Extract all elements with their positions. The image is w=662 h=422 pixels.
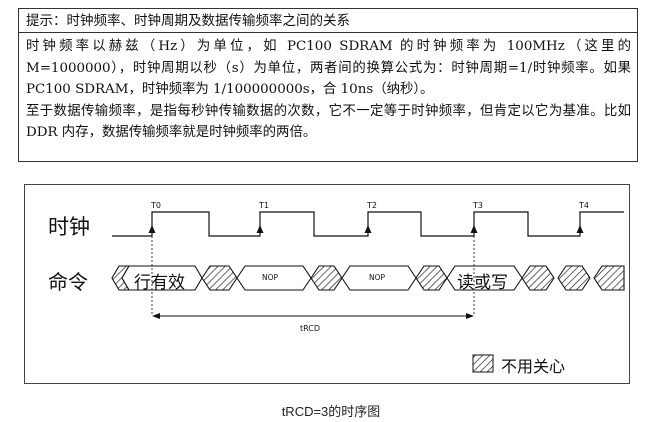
command-text-nop-1: NOP (262, 273, 279, 282)
command-text-nop-2: NOP (369, 273, 386, 282)
command-text-read-write: 读或写 (457, 273, 508, 293)
trcd-interval-arrow (152, 313, 474, 319)
tip-paragraph-2: 至于数据传输频率，是指每秒钟传输数据的次数，它不一定等于时钟频率，但肯定以它为基… (26, 103, 631, 141)
tip-paragraph-1: 时钟频率以赫兹（Hz）为单位，如 PC100 SDRAM 的时钟频率为 100M… (26, 39, 631, 97)
command-cell-read-write (446, 265, 523, 291)
command-cell-nop-2 (341, 265, 417, 291)
command-cell-nop-1 (236, 265, 312, 291)
tip-box: 提示：时钟频率、时钟周期及数据传输频率之间的关系 时钟频率以赫兹（Hz）为单位，… (18, 8, 638, 162)
dont-care-region-2 (201, 265, 238, 291)
tick-label-t3: T3 (473, 201, 483, 210)
clock-label: 时钟 (48, 215, 90, 239)
figure-caption: tRCD=3的时序图 (281, 404, 381, 419)
tick-label-t4: T4 (579, 201, 589, 210)
legend-hatch-swatch (472, 354, 494, 373)
command-cell-activate (121, 265, 203, 291)
dont-care-region-4 (415, 265, 448, 291)
edge-arrow-t1 (256, 225, 264, 233)
timing-diagram-graphic (24, 184, 630, 384)
legend-label: 不用关心 (501, 357, 566, 376)
diagram-frame (24, 184, 630, 384)
dont-care-region-3 (310, 265, 343, 291)
dont-care-region-5 (521, 265, 555, 291)
command-bus (111, 265, 625, 291)
command-text-activate: 行有效 (134, 273, 185, 293)
dont-care-region-6 (557, 265, 591, 291)
timing-diagram: 时钟 命令 T0 T1 T2 T3 T4 行有效 NOP NOP 读或写 tRC… (24, 184, 630, 384)
dont-care-region-7 (593, 265, 625, 291)
command-label: 命令 (48, 270, 88, 294)
tip-title: 提示：时钟频率、时钟周期及数据传输频率之间的关系 (19, 9, 637, 33)
clock-edge-arrows (148, 225, 584, 233)
tick-label-t2: T2 (367, 201, 377, 210)
edge-arrow-t3 (470, 225, 478, 233)
tick-label-t1: T1 (259, 201, 269, 210)
edge-arrow-t4 (576, 225, 584, 233)
clock-waveform (112, 211, 624, 237)
edge-arrow-t0 (148, 225, 156, 233)
trcd-label: tRCD (300, 324, 321, 333)
tick-label-t0: T0 (151, 201, 161, 210)
edge-arrow-t2 (364, 225, 372, 233)
tip-body: 时钟频率以赫兹（Hz）为单位，如 PC100 SDRAM 的时钟频率为 100M… (19, 33, 637, 144)
